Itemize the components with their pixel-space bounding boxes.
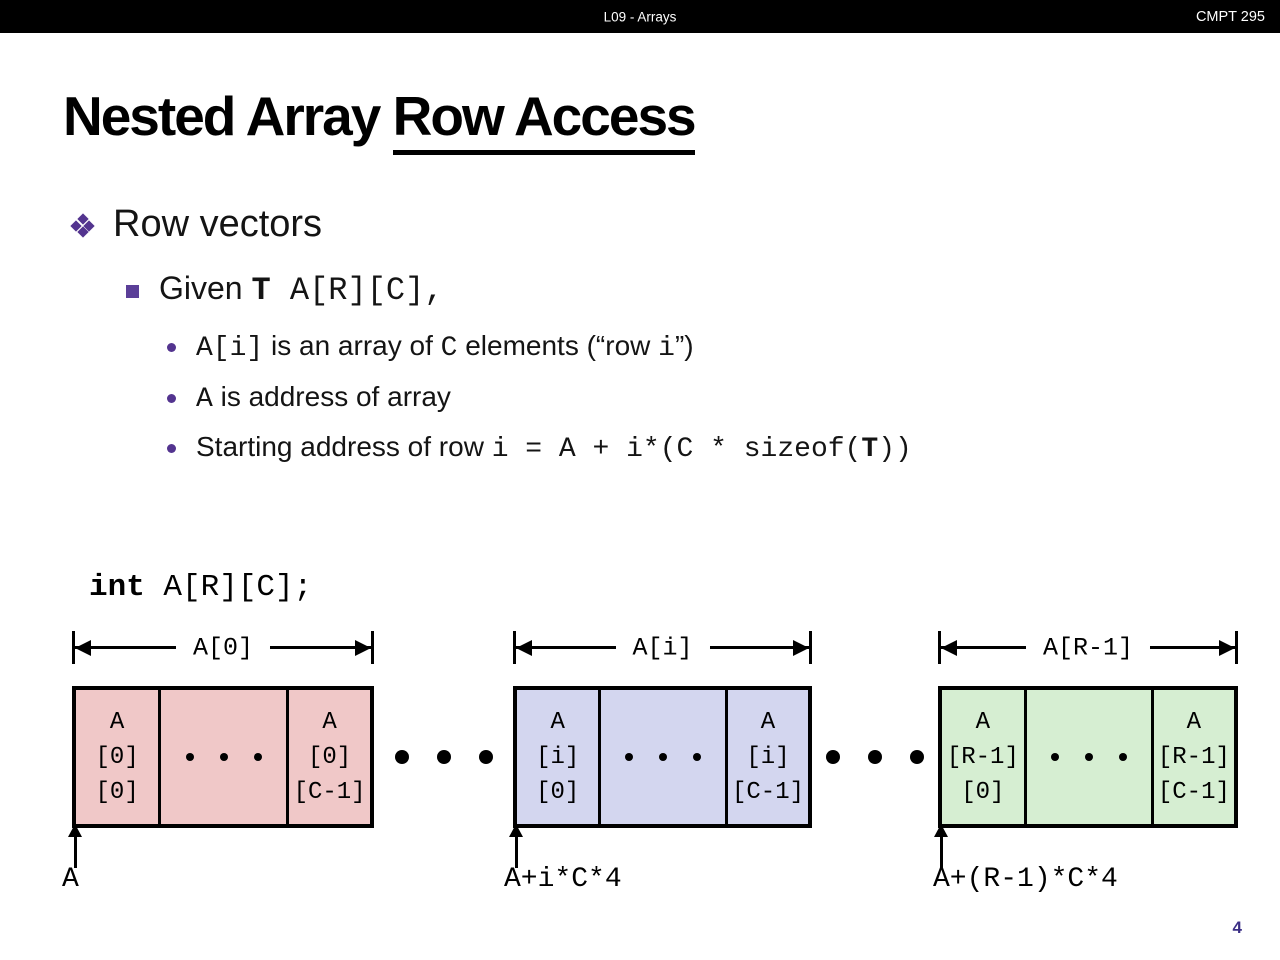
given-decl: A[R][C], — [270, 272, 444, 309]
pointer-label-a: A — [62, 864, 79, 895]
dim-label-ar1: A[R-1] — [1025, 633, 1151, 662]
up-arrow-icon — [67, 824, 84, 868]
code-ai: A[i] — [196, 333, 264, 364]
dimension-arrow-ai: A[i] — [513, 631, 812, 664]
given-type: T — [251, 272, 271, 309]
title-underlined: Row Access — [392, 85, 697, 155]
page-number: 4 — [1232, 918, 1242, 937]
keyword-int: int — [89, 570, 145, 605]
text-is-array: is an array of — [263, 330, 441, 361]
dimension-arrow-ar1: A[R-1] — [938, 631, 1238, 664]
array-row-block-0: A [0] [0] A [0] [C-1] — [72, 686, 374, 828]
code-formula-end: )) — [878, 434, 912, 465]
cell-ellipsis — [161, 690, 286, 824]
text-starting: Starting address of row — [196, 431, 492, 462]
ellipsis-dots — [1050, 753, 1127, 761]
ellipsis-dots — [826, 750, 924, 764]
cell-ellipsis — [1027, 690, 1151, 824]
array-row-block-i: A [i] [0] A [i] [C-1] — [513, 686, 812, 828]
up-arrow-icon — [508, 824, 525, 868]
cell-ellipsis — [601, 690, 725, 824]
text-elements: elements (“row — [457, 330, 659, 361]
header-bar: L09 - Arrays CMPT 295 — [0, 0, 1280, 33]
diamond-bullet-icon — [70, 213, 95, 238]
dot-bullet-icon — [167, 444, 176, 453]
pointer-label-ar1: A+(R-1)*C*4 — [933, 864, 1118, 895]
code-i: i — [658, 333, 675, 364]
cell-last-element: A [R-1] [C-1] — [1150, 690, 1234, 824]
course-label: CMPT 295 — [1195, 8, 1265, 25]
title-plain: Nested Array — [63, 85, 393, 147]
bullet-row-vectors: Row vectors — [113, 203, 323, 245]
dim-label-ai: A[i] — [615, 633, 710, 662]
code-declaration: int A[R][C]; — [89, 570, 312, 605]
ellipsis-dots — [625, 753, 702, 761]
up-arrow-icon — [933, 824, 950, 868]
pointer-label-ai: A+i*C*4 — [504, 864, 622, 895]
bullet-a-address: A is address of array — [196, 381, 451, 415]
bullet-given: Given T A[R][C], — [159, 270, 444, 309]
ellipsis-dots — [395, 750, 493, 764]
text-address: is address of array — [212, 381, 451, 412]
cell-first-element: A [R-1] [0] — [942, 690, 1027, 824]
code-formula: i = A + i*(C * sizeof( — [491, 434, 862, 465]
lecture-label: L09 - Arrays — [603, 9, 677, 24]
code-c: C — [440, 333, 458, 364]
bullet-array-of-c: A[i] is an array of C elements (“row i”) — [196, 330, 694, 364]
decl-rest: A[R][C]; — [144, 570, 313, 605]
bullet-start-address: Starting address of row i = A + i*(C * s… — [196, 431, 912, 465]
array-row-block-r1: A [R-1] [0] A [R-1] [C-1] — [938, 686, 1238, 828]
text-close-quote: ”) — [674, 330, 694, 361]
cell-first-element: A [0] [0] — [76, 690, 162, 824]
ellipsis-dots — [185, 753, 262, 761]
page-title: Nested Array Row Access — [63, 84, 697, 155]
code-type-t: T — [861, 434, 879, 465]
square-bullet-icon — [126, 285, 139, 298]
dot-bullet-icon — [167, 394, 176, 403]
code-a: A — [196, 384, 213, 415]
cell-last-element: A [i] [C-1] — [725, 690, 808, 824]
given-plain: Given — [159, 270, 252, 306]
dim-label-a0: A[0] — [175, 633, 271, 662]
cell-first-element: A [i] [0] — [517, 690, 602, 824]
dimension-arrow-a0: A[0] — [72, 631, 374, 664]
cell-last-element: A [0] [C-1] — [286, 690, 370, 824]
dot-bullet-icon — [167, 343, 176, 352]
